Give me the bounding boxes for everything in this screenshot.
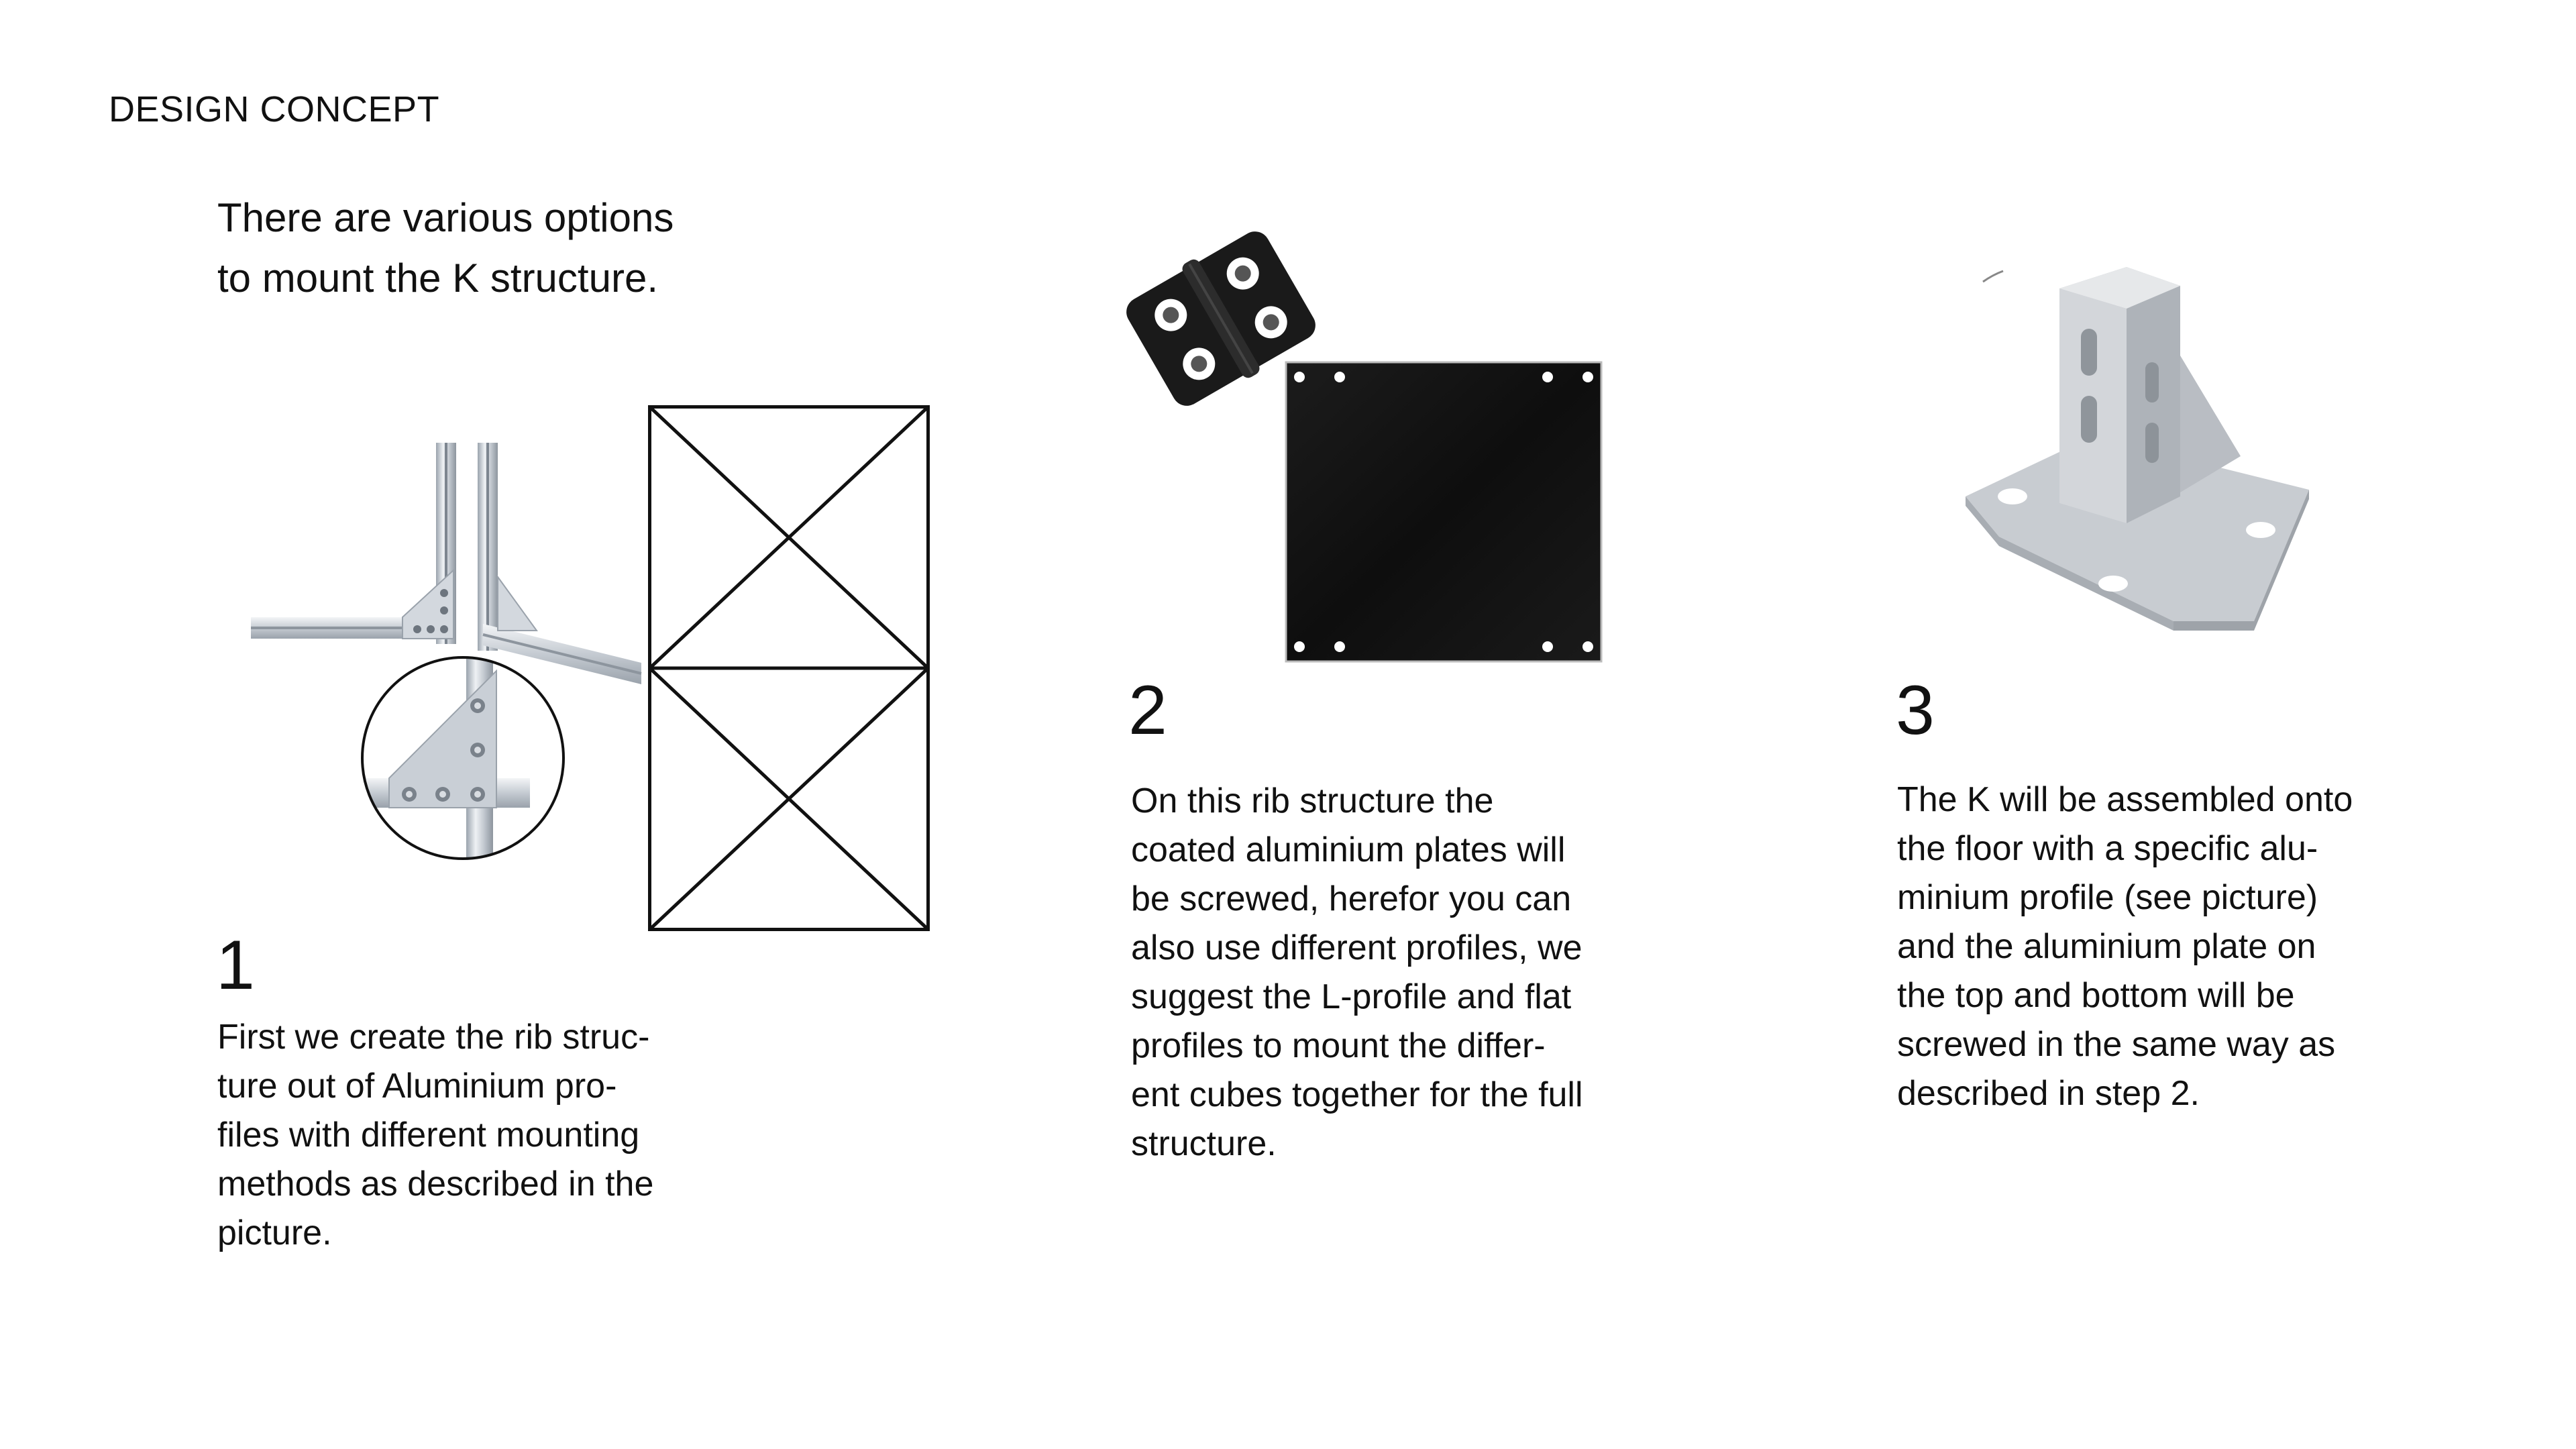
intro-line-2: to mount the K structure. <box>217 256 658 301</box>
step-3-text: The K will be assembled onto the floor w… <box>1897 780 2353 1113</box>
step-1-number: 1 <box>216 926 255 1004</box>
step-2-number: 2 <box>1128 672 1167 749</box>
black-hinge-icon <box>1126 231 1316 406</box>
aluminium-profile-corner-bracket-icon <box>251 443 642 860</box>
step-2-text: On this rib structure the coated alumini… <box>1131 782 1583 1163</box>
step-1-text: First we create the rib struc- ture out … <box>217 1018 654 1252</box>
coated-aluminium-plate-icon <box>1285 361 1603 663</box>
step-3-number: 3 <box>1896 672 1935 749</box>
floor-mount-profile-foot-icon <box>1966 267 2309 631</box>
intro-text: There are various options to mount the K… <box>217 188 794 309</box>
intro-line-1: There are various options <box>217 195 674 240</box>
section-title: DESIGN CONCEPT <box>109 89 440 129</box>
rib-structure-cross-bracing-icon <box>648 405 930 931</box>
